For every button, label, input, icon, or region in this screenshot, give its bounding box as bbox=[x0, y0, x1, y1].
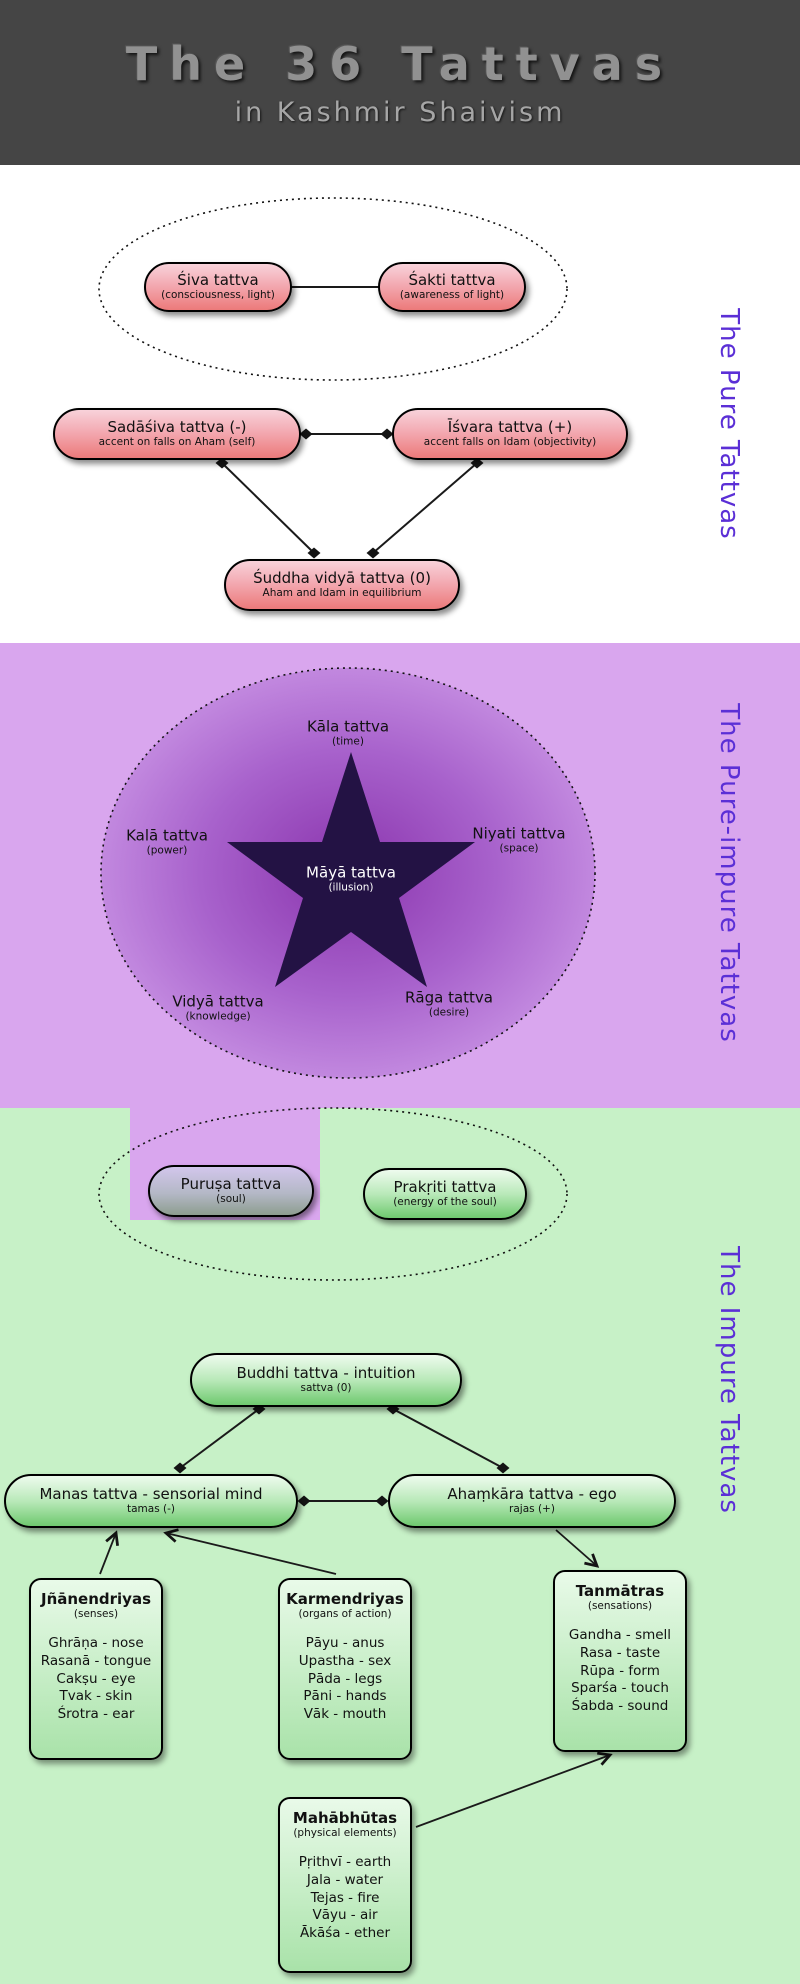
node-title: Śiva tattva bbox=[177, 271, 259, 290]
node-ahamkara-tattva: Ahaṃkāra tattva - ego rajas (+) bbox=[388, 1474, 676, 1528]
node-subtitle: (energy of the soul) bbox=[393, 1196, 497, 1209]
node-title: Buddhi tattva - intuition bbox=[236, 1364, 416, 1383]
node-prakriti-tattva: Prakṛiti tattva (energy of the soul) bbox=[363, 1168, 527, 1220]
label-subtitle: (power) bbox=[146, 844, 188, 857]
node-shuddha-vidya-tattva: Śuddha vidyā tattva (0) Aham and Idam in… bbox=[224, 559, 460, 611]
header: The 36 Tattvas in Kashmir Shaivism bbox=[0, 0, 800, 165]
label-title: Niyati tattva bbox=[472, 824, 566, 843]
list-item: Pāyu - anus bbox=[305, 1634, 385, 1651]
box-mahabhutas: Mahābhūtas (physical elements) Pṛithvī -… bbox=[278, 1797, 412, 1973]
node-subtitle: (soul) bbox=[216, 1193, 246, 1206]
pure-impure-section-background bbox=[0, 643, 800, 1108]
node-shiva-tattva: Śiva tattva (consciousness, light) bbox=[144, 262, 292, 312]
box-tanmatras: Tanmātras (sensations) Gandha - smell Ra… bbox=[553, 1570, 687, 1752]
line-sadashiva-shuddha bbox=[221, 462, 315, 554]
node-shakti-tattva: Śakti tattva (awareness of light) bbox=[378, 262, 526, 312]
box-title: Mahābhūtas bbox=[292, 1809, 398, 1827]
box-subtitle: (sensations) bbox=[587, 1600, 653, 1612]
node-ishvara-tattva: Īśvara tattva (+) accent falls on Idam (… bbox=[392, 408, 628, 460]
list-item: Vāk - mouth bbox=[303, 1706, 387, 1723]
label-title: Rāga tattva bbox=[404, 988, 494, 1007]
node-title: Sadāśiva tattva (-) bbox=[107, 418, 247, 437]
node-title: Ahaṃkāra tattva - ego bbox=[447, 1485, 617, 1504]
list-item: Upastha - sex bbox=[298, 1652, 392, 1669]
label-title: Kalā tattva bbox=[126, 826, 208, 845]
node-title: Puruṣa tattva bbox=[180, 1175, 282, 1194]
box-title: Jñānendriyas bbox=[40, 1590, 152, 1608]
list-item: Gandha - smell bbox=[568, 1626, 672, 1643]
node-subtitle: accent on falls on Aham (self) bbox=[98, 436, 256, 449]
list-item: Rūpa - form bbox=[580, 1662, 660, 1679]
label-subtitle: (knowledge) bbox=[185, 1010, 251, 1023]
node-title: Śuddha vidyā tattva (0) bbox=[253, 569, 431, 588]
list-item: Ākāśa - ether bbox=[299, 1925, 391, 1942]
list-item: Ghrāṇa - nose bbox=[48, 1634, 144, 1651]
list-item: Vāyu - air bbox=[312, 1907, 378, 1924]
label-subtitle: (space) bbox=[499, 842, 539, 855]
label-raga-tattva: Rāga tattva (desire) bbox=[405, 989, 493, 1020]
list-item: Pāda - legs bbox=[307, 1670, 383, 1687]
list-item: Pāni - hands bbox=[303, 1688, 387, 1705]
node-title: Manas tattva - sensorial mind bbox=[39, 1485, 263, 1504]
box-subtitle: (physical elements) bbox=[293, 1827, 397, 1839]
label-kala-power-tattva: Kalā tattva (power) bbox=[126, 827, 208, 858]
list-item: Śrotra - ear bbox=[57, 1706, 135, 1723]
section-label-pure-impure: The Pure-impure Tattvas bbox=[714, 703, 744, 1043]
list-item: Tvak - skin bbox=[59, 1688, 133, 1705]
list-item: Cakṣu - eye bbox=[56, 1670, 136, 1687]
node-title: Prakṛiti tattva bbox=[393, 1178, 497, 1197]
label-kala-time-tattva: Kāla tattva (time) bbox=[307, 718, 389, 749]
node-title: Śakti tattva bbox=[408, 271, 496, 290]
page-subtitle: in Kashmir Shaivism bbox=[234, 97, 566, 128]
label-title: Kāla tattva bbox=[306, 717, 390, 736]
node-subtitle: (consciousness, light) bbox=[161, 289, 275, 302]
box-title: Tanmātras bbox=[575, 1582, 665, 1600]
node-subtitle: rajas (+) bbox=[509, 1503, 555, 1516]
node-title: Īśvara tattva (+) bbox=[447, 418, 573, 437]
node-subtitle: accent falls on Idam (objectivity) bbox=[423, 436, 597, 449]
box-subtitle: (senses) bbox=[73, 1608, 119, 1620]
label-vidya-tattva: Vidyā tattva (knowledge) bbox=[172, 993, 263, 1024]
section-label-pure: The Pure Tattvas bbox=[714, 308, 744, 540]
page-title: The 36 Tattvas bbox=[125, 37, 675, 91]
list-item: Rasa - taste bbox=[579, 1644, 661, 1661]
box-karmendriyas: Karmendriyas (organs of action) Pāyu - a… bbox=[278, 1578, 412, 1760]
section-label-impure: The Impure Tattvas bbox=[714, 1246, 744, 1514]
node-buddhi-tattva: Buddhi tattva - intuition sattva (0) bbox=[190, 1353, 462, 1407]
box-title: Karmendriyas bbox=[286, 1590, 404, 1608]
box-subtitle: (organs of action) bbox=[298, 1608, 392, 1620]
node-manas-tattva: Manas tattva - sensorial mind tamas (-) bbox=[4, 1474, 298, 1528]
list-item: Tejas - fire bbox=[310, 1889, 380, 1906]
label-title: Vidyā tattva bbox=[172, 992, 264, 1011]
label-subtitle: (desire) bbox=[428, 1006, 470, 1019]
list-item: Sparśa - touch bbox=[571, 1680, 669, 1697]
label-subtitle: (illusion) bbox=[328, 881, 374, 894]
node-purusha-tattva: Puruṣa tattva (soul) bbox=[148, 1165, 314, 1217]
label-subtitle: (time) bbox=[332, 735, 364, 748]
node-subtitle: tamas (-) bbox=[126, 1503, 175, 1516]
list-item: Śabda - sound bbox=[571, 1698, 669, 1715]
node-sadashiva-tattva: Sadāśiva tattva (-) accent on falls on A… bbox=[53, 408, 301, 460]
list-item: Pṛithvī - earth bbox=[298, 1853, 392, 1870]
line-ishvara-shuddha bbox=[372, 462, 478, 554]
label-niyati-tattva: Niyati tattva (space) bbox=[472, 825, 565, 856]
list-item: Rasanā - tongue bbox=[40, 1652, 152, 1669]
node-subtitle: Aham and Idam in equilibrium bbox=[262, 587, 422, 600]
label-maya-tattva: Māyā tattva (illusion) bbox=[306, 864, 396, 895]
node-subtitle: sattva (0) bbox=[300, 1382, 352, 1395]
list-item: Jala - water bbox=[306, 1871, 384, 1888]
label-title: Māyā tattva bbox=[306, 863, 396, 882]
box-jnanendriyas: Jñānendriyas (senses) Ghrāṇa - nose Rasa… bbox=[29, 1578, 163, 1760]
node-subtitle: (awareness of light) bbox=[399, 289, 505, 302]
